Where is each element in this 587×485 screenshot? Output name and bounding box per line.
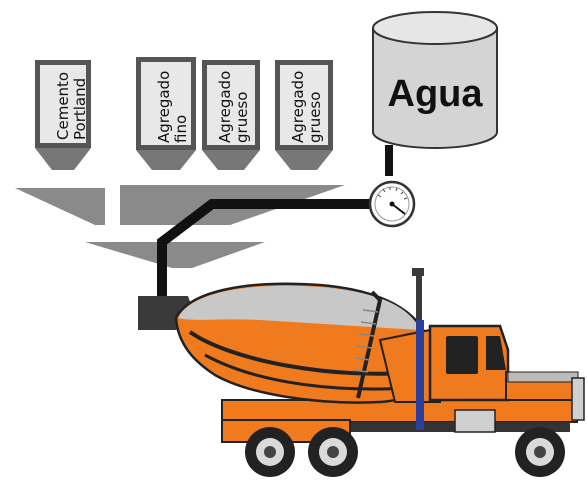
water-tank-icon: Agua <box>372 11 498 149</box>
silo-agregado-grueso-1: Agregado grueso <box>202 60 260 170</box>
silo-label-agregado-grueso-1: Agregado grueso <box>216 66 251 143</box>
silo-agregado-grueso-2: Agregado grueso <box>275 60 333 170</box>
tank-label: Agua <box>388 73 484 115</box>
collecting-funnel <box>85 242 265 268</box>
silo-label-agregado-fino: Agregado fino <box>155 66 190 143</box>
silo-agregado-fino: Agregado fino <box>136 57 196 170</box>
silo-cemento-portland: Cemento Portland <box>35 60 91 170</box>
water-line <box>157 199 372 296</box>
mixer-truck-icon <box>174 268 585 477</box>
silo-label-cemento-portland: Cemento Portland <box>54 67 89 140</box>
flow-gauge-icon <box>368 180 416 228</box>
silo-label-agregado-grueso-2: Agregado grueso <box>289 66 324 143</box>
